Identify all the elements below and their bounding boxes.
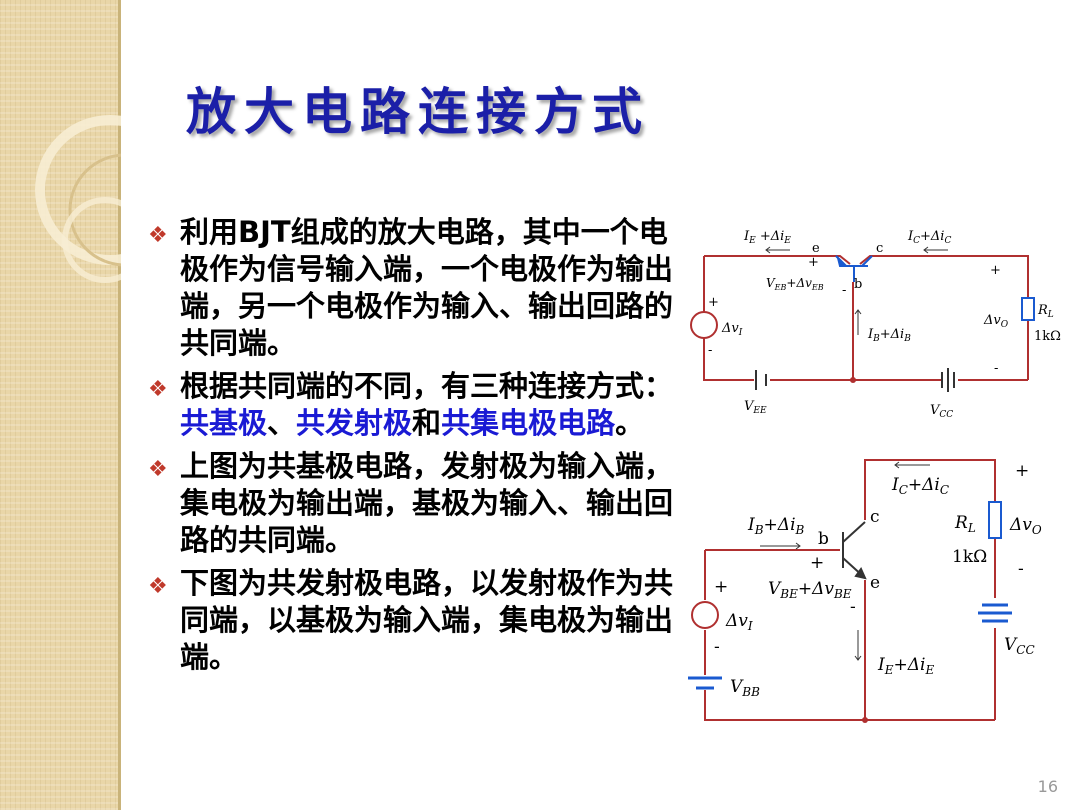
input-source-icon — [690, 311, 718, 339]
label-veb: VEB+ΔvEB — [766, 276, 824, 292]
plus-sign: + — [714, 577, 728, 597]
plus-sign: + — [810, 553, 824, 573]
junction-dot — [862, 717, 868, 723]
bullet-list: ❖ 利用BJT组成的放大电路，其中一个电极作为信号输入端，一个电极作为输出端，另… — [148, 214, 688, 682]
minus-sign: - — [714, 637, 720, 657]
label-vcc: VCC — [930, 403, 953, 420]
vee-battery-icon — [755, 370, 767, 390]
load-resistor-icon — [988, 501, 1002, 539]
label-dvo: ΔvO — [1009, 515, 1042, 537]
label-dvo: ΔvO — [983, 313, 1009, 330]
bold-bjt: BJT — [238, 215, 291, 249]
plus-sign: + — [708, 295, 719, 310]
page-number: 16 — [1037, 777, 1058, 796]
label-ib: IB+ΔiB — [747, 515, 805, 537]
bullet-item: ❖ 上图为共基极电路，发射极为输入端，集电极为输出端，基极为输入、输出回路的共同… — [148, 449, 674, 557]
label-e: e — [812, 241, 820, 256]
label-ie: IE +ΔiE — [743, 229, 791, 246]
label-b: b — [854, 277, 862, 292]
sidebar-circles-decoration — [35, 115, 121, 283]
bullet-item: ❖ 根据共同端的不同，有三种连接方式：共基极、共发射极和共集电极电路。 — [148, 369, 674, 440]
highlight-common-collector: 共集电极电路 — [441, 406, 616, 440]
junction-dot — [850, 377, 856, 383]
bullet-item: ❖ 利用BJT组成的放大电路，其中一个电极作为信号输入端，一个电极作为输出端，另… — [148, 215, 674, 360]
minus-sign: - — [850, 597, 856, 617]
minus-sign: - — [842, 283, 846, 298]
circuit-wires — [704, 459, 996, 721]
vcc-battery-icon — [941, 368, 955, 392]
plus-sign: + — [808, 255, 819, 270]
bullet-diamond-icon: ❖ — [148, 223, 168, 248]
bullet-diamond-icon: ❖ — [148, 377, 168, 402]
label-vee: VEE — [744, 399, 767, 416]
sidebar-edge — [118, 0, 121, 810]
label-b: b — [818, 529, 829, 549]
label-c: c — [876, 241, 883, 256]
label-rl-value: 1kΩ — [1034, 329, 1061, 344]
common-emitter-circuit-diagram: IC+ΔiC + c IB+ΔiB b + e VBE+ΔvBE - + - Δ… — [688, 459, 1042, 723]
label-e: e — [870, 573, 880, 593]
bullet-diamond-icon: ❖ — [148, 574, 168, 599]
label-vbe: VBE+ΔvBE — [768, 579, 852, 601]
label-ic: IC+ΔiC — [891, 475, 949, 497]
slide-title: 放大电路连接方式 — [186, 82, 650, 141]
input-source-icon — [691, 601, 719, 629]
bullet-item: ❖ 下图为共发射极电路，以发射极作为共同端，以基极为输入端，集电极为输出端。 — [148, 566, 674, 674]
common-base-circuit-diagram: IE +ΔiE IC+ΔiC e c b + - VEB+ΔvEB IB+ΔiB… — [690, 229, 1061, 420]
decorative-sidebar — [0, 0, 118, 810]
minus-sign: - — [994, 361, 998, 376]
current-arrows — [765, 246, 948, 335]
highlight-common-emitter: 共发射极 — [296, 406, 413, 440]
label-dvi: ΔvI — [721, 321, 743, 338]
bullet-diamond-icon: ❖ — [148, 457, 168, 482]
load-resistor-icon — [1021, 297, 1035, 321]
circuit-wires — [703, 255, 1029, 381]
minus-sign: - — [1018, 559, 1024, 579]
label-ie: IE+ΔiE — [877, 655, 934, 677]
plus-sign: + — [990, 263, 1001, 278]
label-ib: IB+ΔiB — [867, 327, 911, 344]
vcc-battery-icon — [978, 603, 1012, 623]
label-rl: RL — [1037, 303, 1054, 320]
bjt-transistor-icon — [835, 254, 873, 282]
current-arrows — [760, 461, 930, 661]
label-vbb: VBB — [730, 677, 760, 699]
label-dvi: ΔvI — [725, 611, 753, 633]
bjt-transistor-icon — [842, 521, 867, 580]
label-vcc: VCC — [1004, 635, 1035, 657]
label-rl-value: 1kΩ — [952, 547, 987, 567]
label-ic: IC+ΔiC — [907, 229, 951, 246]
label-rl: RL — [954, 513, 976, 535]
highlight-common-base: 共基极 — [180, 406, 268, 440]
label-c: c — [870, 507, 880, 527]
minus-sign: - — [708, 343, 712, 358]
plus-sign: + — [1015, 461, 1029, 481]
vbb-battery-icon — [688, 676, 722, 690]
